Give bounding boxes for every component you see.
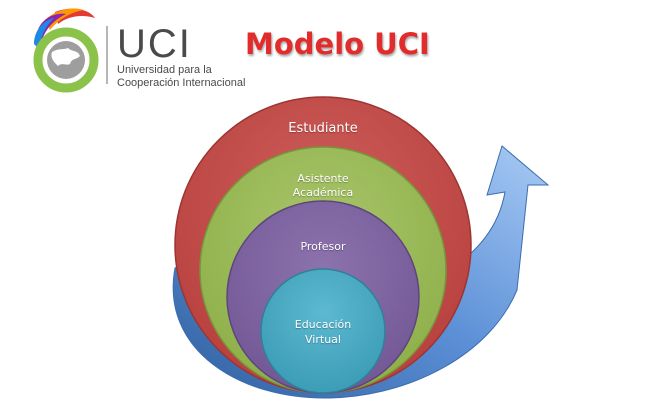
logo-subtitle-line2: Cooperación Internacional bbox=[117, 77, 246, 89]
logo-subtitle-line1: Universidad para la bbox=[117, 64, 212, 76]
logo-text: UCI Universidad para la Cooperación Inte… bbox=[117, 24, 245, 90]
label-asistente-academica: Asistente Académica bbox=[263, 172, 383, 200]
logo-wordmark: UCI bbox=[117, 22, 192, 66]
label-asistente-line1: Asistente bbox=[297, 172, 349, 185]
label-asistente-line2: Académica bbox=[292, 186, 354, 199]
label-profesor: Profesor bbox=[300, 240, 346, 253]
label-estudiante: Estudiante bbox=[288, 121, 358, 136]
label-educacion-line2: Virtual bbox=[305, 333, 341, 346]
label-educacion-line1: Educación bbox=[294, 318, 352, 331]
page-title: Modelo UCI bbox=[245, 27, 430, 61]
globe-swirl-logo-icon bbox=[33, 8, 99, 93]
label-educacion-virtual: Educación Virtual bbox=[263, 317, 383, 347]
ring-educacion-virtual bbox=[260, 268, 386, 394]
